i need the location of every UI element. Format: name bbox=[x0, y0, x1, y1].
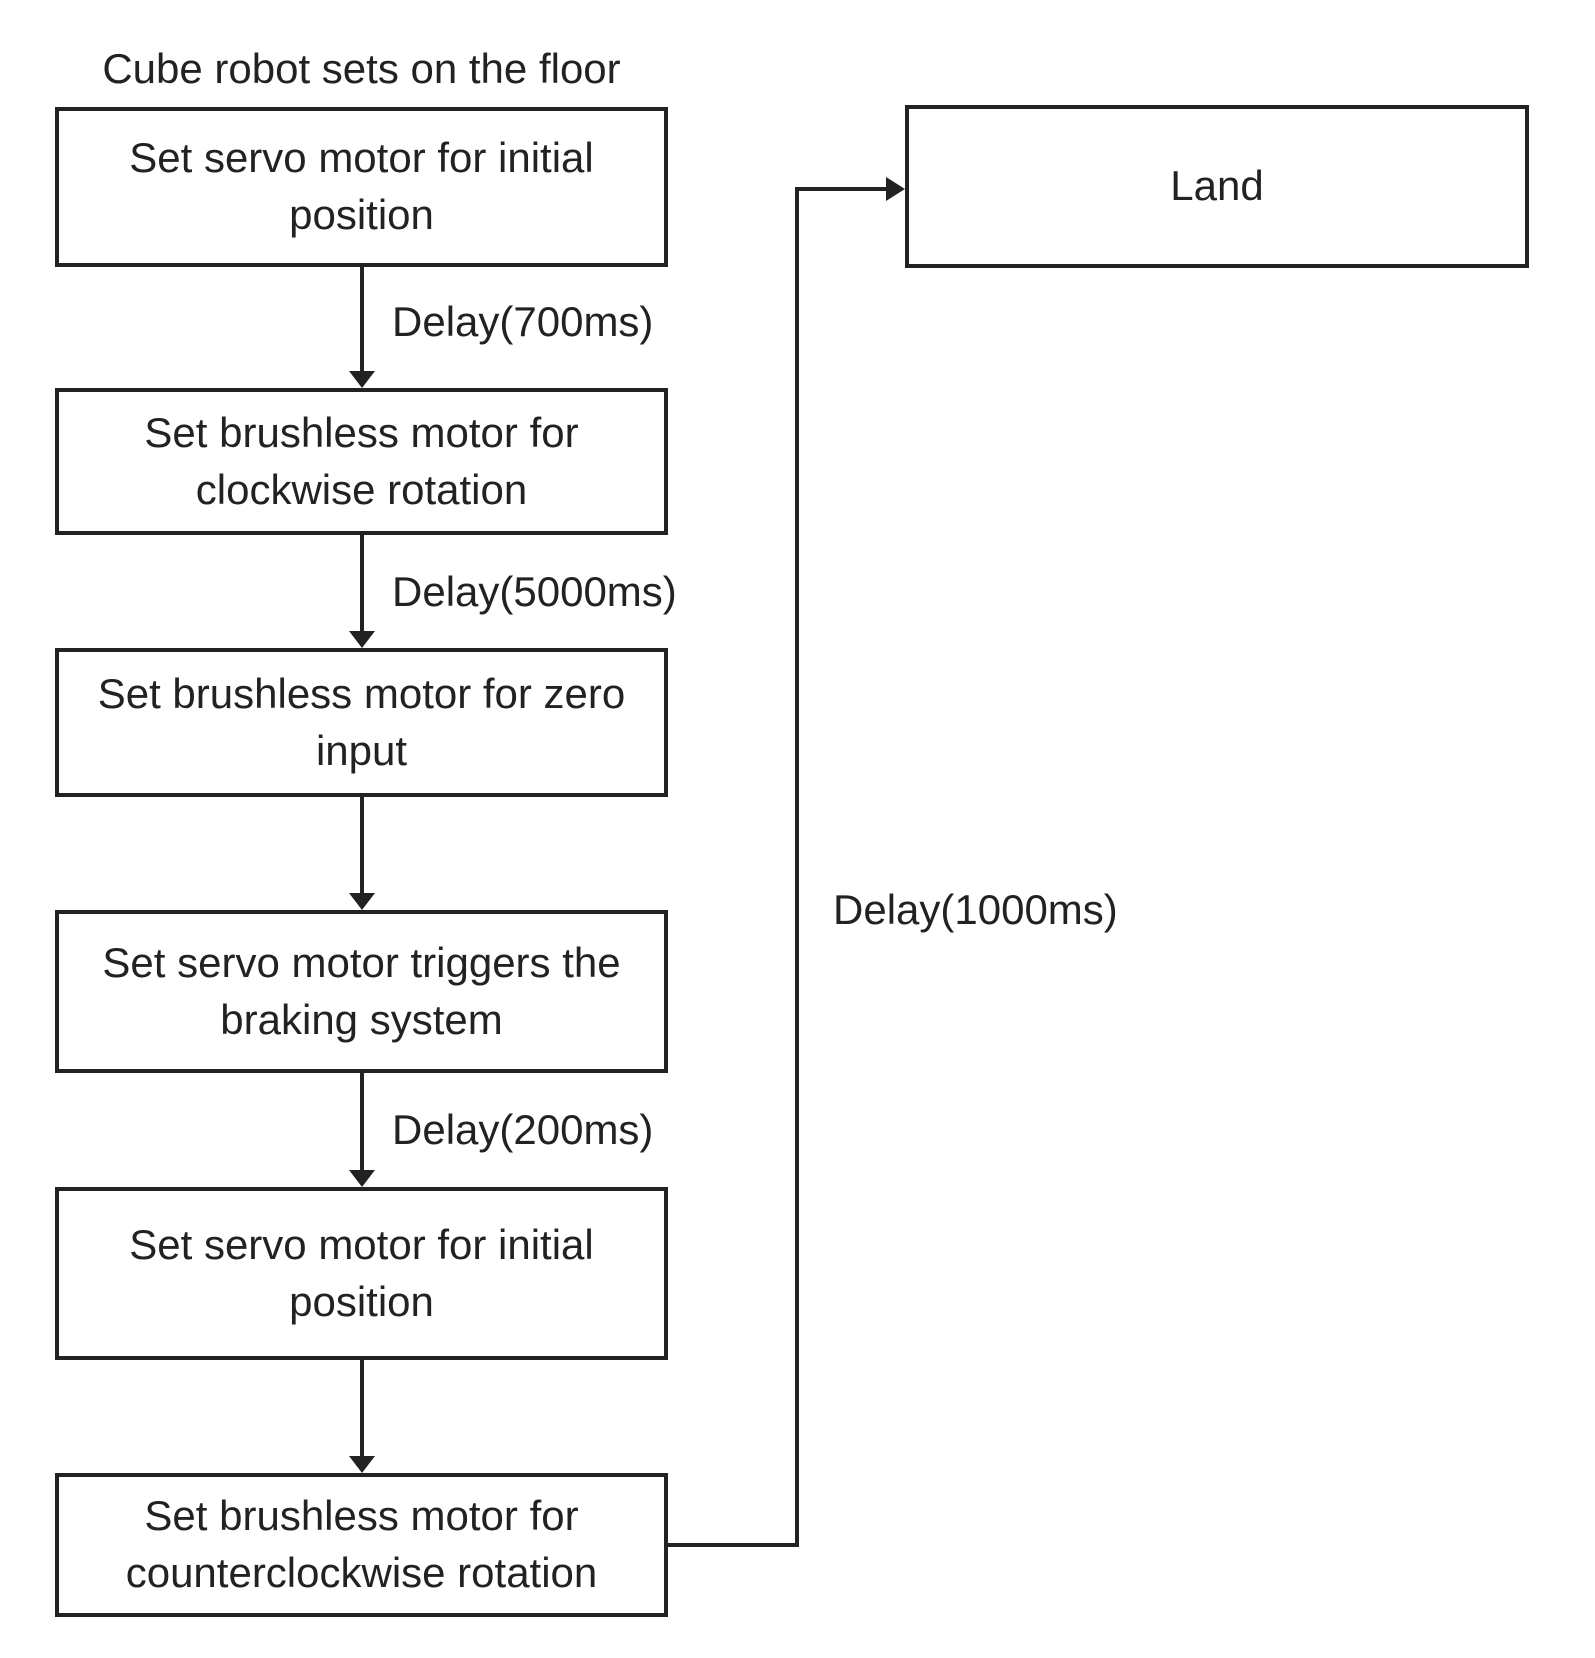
arrow-line-step4-step5 bbox=[360, 1073, 364, 1171]
edge-label-delay-5000ms: Delay(5000ms) bbox=[392, 568, 677, 615]
edge-label-delay-200ms: Delay(200ms) bbox=[392, 1106, 654, 1153]
flow-node-set-servo-initial-2: Set servo motor for initial position bbox=[55, 1187, 668, 1360]
connector-land-horizontal bbox=[795, 187, 887, 191]
flow-node-servo-braking-system: Set servo motor triggers the braking sys… bbox=[55, 910, 668, 1073]
edge-label-delay-700ms: Delay(700ms) bbox=[392, 298, 654, 345]
arrow-line-step2-step3 bbox=[360, 535, 364, 632]
arrow-head-down-icon bbox=[349, 631, 375, 648]
flow-node-brushless-zero-input: Set brushless motor for zero input bbox=[55, 648, 668, 797]
arrow-head-down-icon bbox=[349, 1456, 375, 1473]
arrow-line-step3-step4 bbox=[360, 797, 364, 894]
flow-node-brushless-clockwise: Set brushless motor for clockwise rotati… bbox=[55, 388, 668, 535]
arrow-head-down-icon bbox=[349, 371, 375, 388]
flow-node-land: Land bbox=[905, 105, 1529, 268]
arrow-head-right-icon bbox=[886, 177, 905, 201]
connector-step6-land-vertical bbox=[795, 187, 799, 1547]
flow-node-brushless-counterclockwise: Set brushless motor for counterclockwise… bbox=[55, 1473, 668, 1617]
arrow-line-step1-step2 bbox=[360, 267, 364, 372]
flow-node-set-servo-initial-1: Set servo motor for initial position bbox=[55, 107, 668, 267]
diagram-title: Cube robot sets on the floor bbox=[102, 45, 621, 92]
edge-label-delay-1000ms: Delay(1000ms) bbox=[833, 886, 1118, 933]
connector-step6-horizontal bbox=[664, 1543, 799, 1547]
arrow-line-step5-step6 bbox=[360, 1360, 364, 1457]
arrow-head-down-icon bbox=[349, 1170, 375, 1187]
arrow-head-down-icon bbox=[349, 893, 375, 910]
